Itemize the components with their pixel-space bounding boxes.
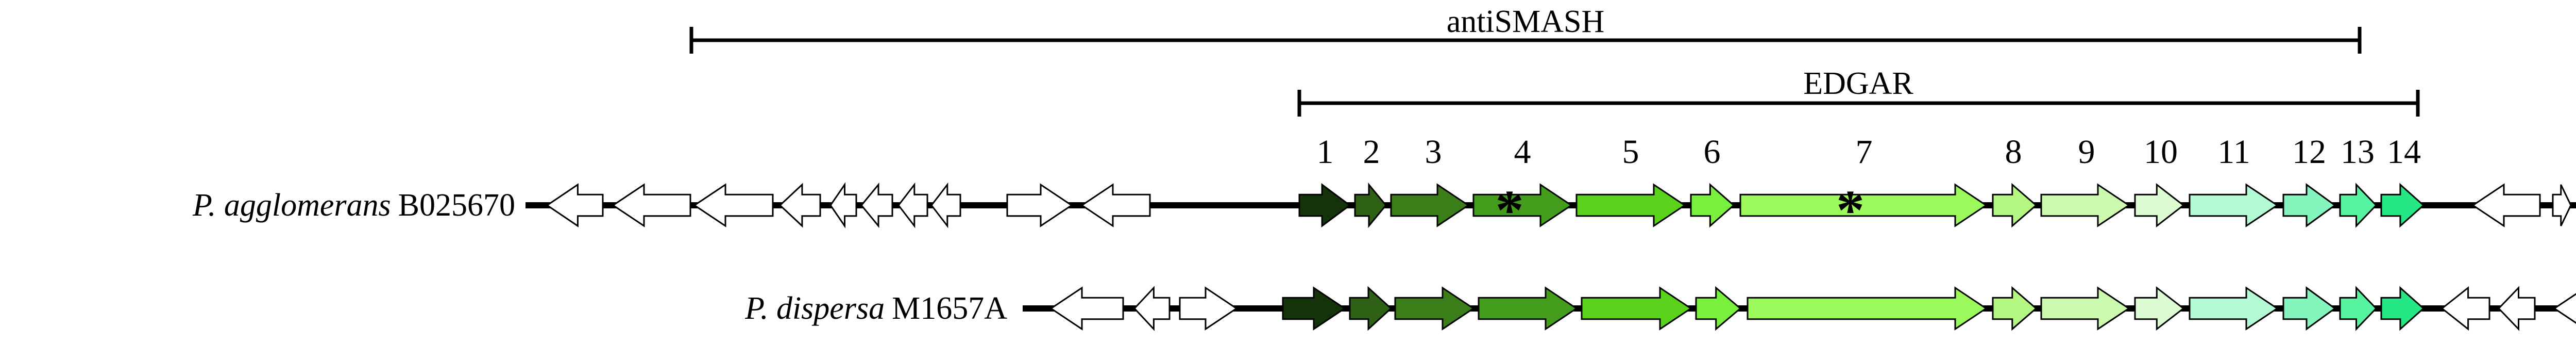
cluster-gene-13 [2339, 183, 2378, 228]
flanking-gene [1080, 183, 1151, 227]
flanking-gene [1006, 183, 1073, 227]
antismash-label: antiSMASH [1447, 4, 1605, 39]
cluster-gene-2 [1354, 182, 1387, 228]
cluster-gene-2 [1349, 286, 1393, 331]
cluster-gene-14 [2380, 286, 2425, 331]
flanking-gene [2497, 286, 2536, 331]
gene-number: 6 [1704, 133, 1721, 171]
gene-number: 2 [1363, 133, 1380, 171]
flanking-gene [897, 182, 928, 228]
cluster-gene-9 [2040, 286, 2130, 331]
cluster-gene-14 [2380, 183, 2425, 228]
gene-number: 13 [2341, 133, 2375, 171]
gene-number: 9 [2078, 133, 2095, 171]
gene-number: 1 [1317, 133, 1334, 171]
cluster-gene-6 [1695, 286, 1742, 331]
cluster-gene-4 [1478, 286, 1578, 331]
gene-number: 5 [1622, 133, 1639, 171]
flanking-gene [2552, 184, 2572, 226]
gene-number: 3 [1425, 133, 1442, 171]
antismash-region: antiSMASH [689, 4, 2362, 54]
gene-markers: ** [1496, 178, 1865, 241]
cluster-gene-5 [1581, 286, 1692, 331]
cluster-gene-1 [1282, 286, 1346, 331]
cluster-gene-8 [1992, 286, 2038, 331]
cluster-gene-9 [2040, 183, 2130, 227]
flanking-gene [2553, 293, 2576, 324]
cluster-gene-10 [2134, 286, 2185, 331]
strain-name: B025670 [398, 188, 515, 223]
species-name: P. dispersa [744, 291, 885, 326]
cluster-gene-12 [2282, 286, 2336, 331]
flanking-gene [2471, 183, 2541, 227]
cluster-gene-3 [1394, 286, 1475, 331]
gene-number: 7 [1856, 133, 1873, 171]
cluster-gene-1 [1298, 183, 1351, 227]
flanking-gene [1133, 286, 1171, 331]
gene-number: 10 [2144, 133, 2178, 171]
flanking-gene [693, 183, 774, 227]
cluster-gene-3 [1390, 183, 1470, 227]
cluster-gene-4 [1472, 183, 1573, 227]
gene-number: 11 [2217, 133, 2250, 171]
cluster-gene-7 [1739, 183, 1988, 227]
gene-marker: * [1496, 178, 1524, 241]
edgar-label: EDGAR [1803, 66, 1913, 101]
flanking-gene [2441, 286, 2490, 331]
cluster-gene-10 [2134, 183, 2185, 228]
cluster-gene-11 [2189, 183, 2279, 227]
gene-number: 14 [2387, 133, 2421, 171]
gene-arrows [546, 182, 2572, 228]
flanking-gene [930, 182, 961, 228]
gene-number-labels: 1 2 3 4 5 6 7 8 9 10 11 12 13 14 [1317, 133, 2421, 171]
gene-number: 8 [2005, 133, 2022, 171]
flanking-gene [829, 182, 857, 228]
cluster-gene-5 [1575, 183, 1686, 227]
cluster-gene-7 [1747, 286, 1988, 331]
gene-number: 12 [2292, 133, 2326, 171]
cluster-gene-11 [2189, 286, 2279, 331]
gene-arrows [1049, 286, 2576, 331]
flanking-gene [612, 183, 691, 227]
cluster-gene-6 [1690, 183, 1735, 228]
cluster-gene-8 [1992, 183, 2038, 228]
flanking-gene [1049, 286, 1124, 331]
gene-marker: * [1836, 178, 1865, 241]
flanking-gene [1179, 286, 1238, 331]
strain-name: M1657A [892, 291, 1007, 326]
gene-number: 4 [1514, 133, 1531, 171]
flanking-gene [860, 182, 893, 228]
edgar-region: EDGAR [1297, 66, 2420, 117]
cluster-gene-12 [2282, 183, 2336, 227]
flanking-gene [546, 183, 604, 227]
flanking-gene [778, 183, 821, 228]
cluster-gene-13 [2339, 286, 2378, 331]
species-name: P. agglomerans [192, 188, 391, 223]
